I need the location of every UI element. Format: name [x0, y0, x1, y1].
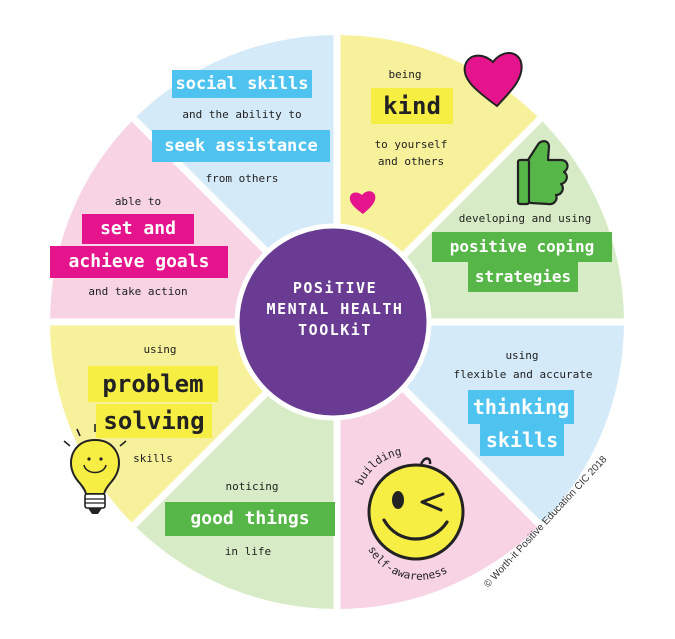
- good-top-text: noticing: [225, 480, 279, 493]
- kind-top-text: being: [388, 68, 422, 81]
- coping-box-line-1: positive coping: [432, 232, 612, 262]
- coping-box-line-2: strategies: [468, 262, 578, 292]
- thinking-top-line-1: using: [505, 349, 539, 362]
- goals-box-line-2: achieve goals: [50, 246, 228, 278]
- center-circle: [234, 223, 432, 421]
- thinking-box-line-1: thinking: [468, 390, 574, 424]
- thinking-box-line-2: skills: [480, 424, 564, 456]
- goals-top-text: able to: [114, 195, 162, 208]
- lightbulb-icon: [63, 424, 127, 514]
- goals-box-line-1: set and: [82, 214, 194, 244]
- center-title-line-3: TOOLKiT: [298, 321, 372, 339]
- social-mid-text: and the ability to: [182, 108, 302, 121]
- problem-top-text: using: [143, 343, 177, 356]
- heart-icon: [463, 52, 523, 108]
- good-bottom-text: in life: [224, 545, 272, 558]
- seek-assistance-box: seek assistance: [152, 130, 330, 162]
- social-bottom-text: from others: [205, 172, 279, 185]
- kind-bottom-line-2: and others: [377, 155, 445, 168]
- winking-smiley-icon: [367, 457, 465, 561]
- coping-top-text: developing and using: [458, 212, 592, 225]
- small-heart-icon: [349, 191, 376, 214]
- thumbs-up-icon: [516, 140, 569, 206]
- thinking-top-line-2: flexible and accurate: [453, 368, 593, 381]
- kind-bottom-line-1: to yourself: [374, 138, 448, 151]
- center-title-line-1: POSiTIVE: [292, 279, 378, 297]
- goals-bottom-text: and take action: [88, 285, 188, 298]
- kind-box: kind: [371, 88, 453, 124]
- social-skills-box: social skills: [172, 70, 312, 98]
- problem-bottom-text: skills: [133, 452, 173, 465]
- problem-box-line-2: solving: [96, 404, 212, 438]
- center-title-line-2: MENTAL HEALTH: [266, 300, 404, 318]
- center-title: POSiTIVE MENTAL HEALTH TOOLKiT: [245, 278, 425, 341]
- good-things-box: good things: [165, 502, 335, 536]
- problem-box-line-1: problem: [88, 366, 218, 402]
